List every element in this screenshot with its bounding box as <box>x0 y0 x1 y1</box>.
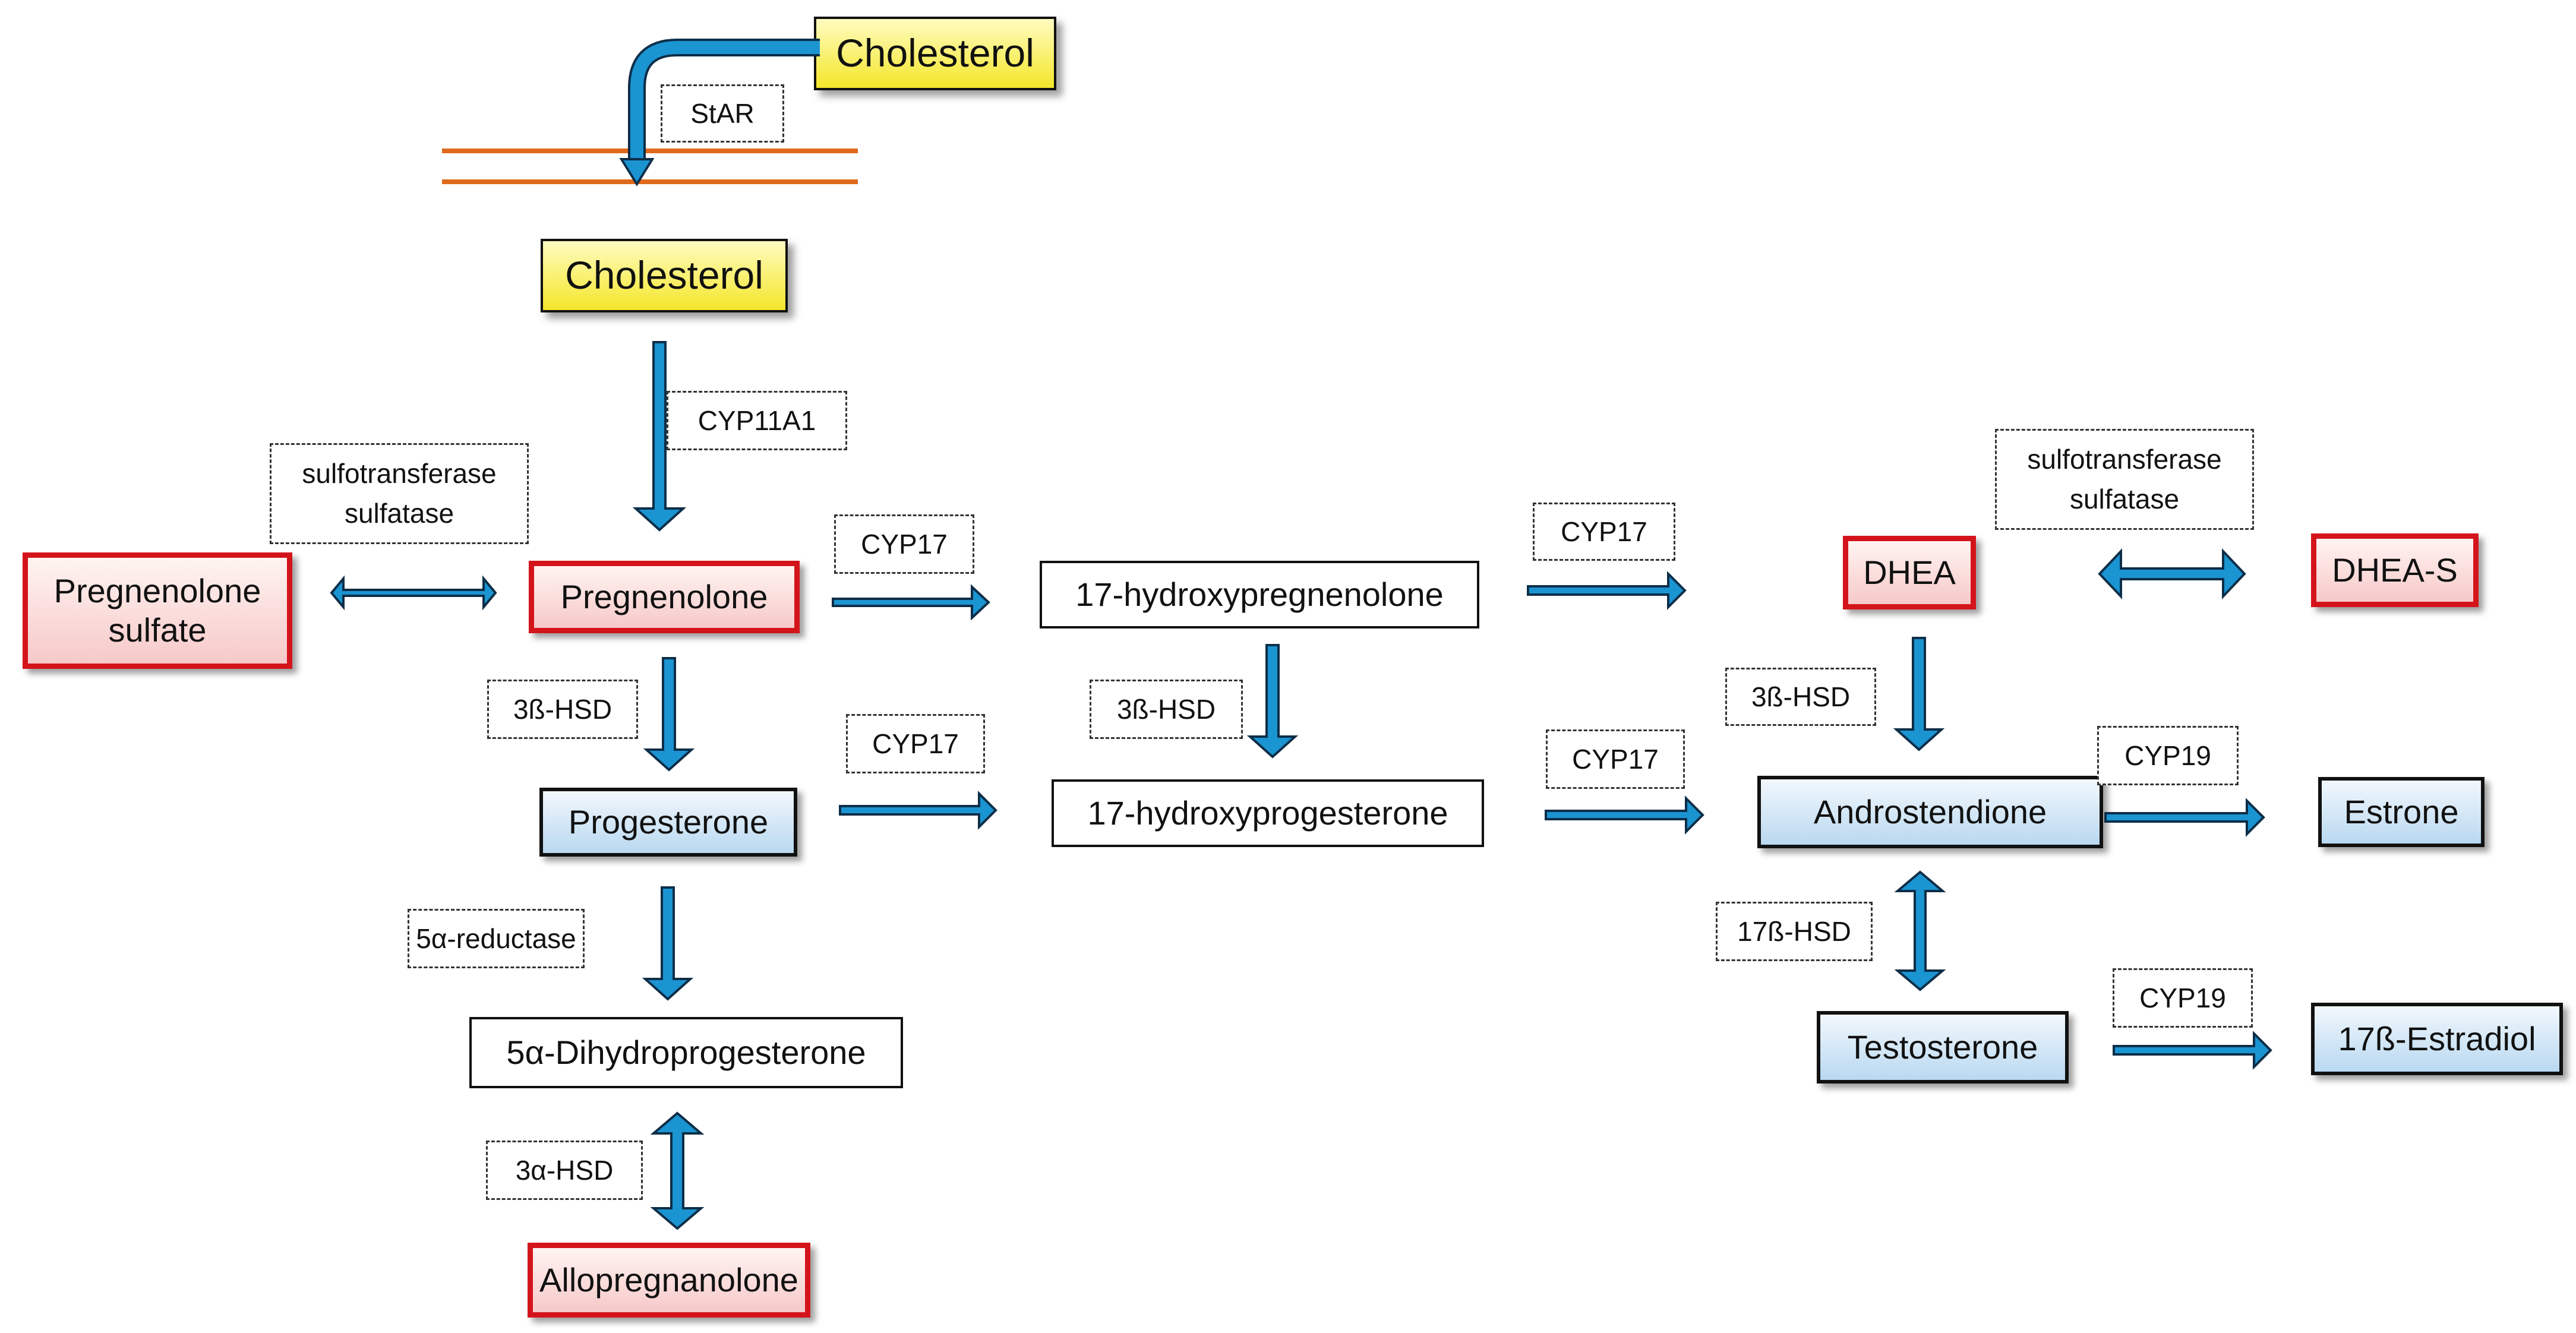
hsd3b-c-enzyme-label: 3ß-HSD <box>1725 668 1876 726</box>
dhea-sulfation-exchange-arrow <box>2098 548 2246 600</box>
pregnenolone-sulfate-exchange-arrow <box>330 575 497 611</box>
progesterone-to-hydroxyprogesterone-arrow <box>839 791 997 830</box>
progesterone-to-dihydroprogesterone-arrow <box>642 886 694 1001</box>
hydroxyprogesterone-to-androstendione-arrow <box>1545 795 1704 835</box>
hsd3b-b-enzyme-label: 3ß-HSD <box>1090 680 1243 739</box>
cyp17-a-enzyme-label: CYP17 <box>834 514 974 574</box>
hsd3a-enzyme-label: 3α-HSD <box>486 1141 643 1200</box>
cholesterol-import-arrowhead <box>619 158 655 187</box>
cyp11a1-enzyme-label: CYP11A1 <box>667 391 847 450</box>
cholesterol-inside-node: Cholesterol <box>541 239 788 312</box>
cyp17-b-enzyme-label: CYP17 <box>1533 503 1675 561</box>
hydroxypregnenolone-node: 17-hydroxypregnenolone <box>1040 561 1479 628</box>
progesterone-node: Progesterone <box>539 788 797 857</box>
cyp17-d-enzyme-label: CYP17 <box>1546 729 1685 789</box>
androstendione-to-estrone-arrow <box>2104 798 2265 837</box>
star-enzyme-label: StAR <box>661 84 784 143</box>
dihydroprogesterone-node: 5α-Dihydroprogesterone <box>469 1017 903 1088</box>
5a-reductase-enzyme-label: 5α-reductase <box>408 909 585 968</box>
hsd3b-a-enzyme-label: 3ß-HSD <box>487 680 638 739</box>
dihydroprogesterone-allopregnanolone-exchange-arrow <box>650 1111 705 1230</box>
estrone-node: Estrone <box>2318 777 2485 847</box>
testosterone-node: Testosterone <box>1817 1011 2069 1084</box>
sulfotransferase-right-enzyme-label: sulfotransferase sulfatase <box>1995 429 2254 530</box>
cyp17-c-enzyme-label: CYP17 <box>846 714 985 773</box>
dhea-to-androstendione-arrow <box>1893 637 1945 751</box>
sulfotransferase-left-enzyme-label: sulfotransferase sulfatase <box>270 443 529 544</box>
androstendione-node: Androstendione <box>1757 776 2103 848</box>
hydroxyprogesterone-node: 17-hydroxyprogesterone <box>1052 779 1484 847</box>
androstendione-testosterone-exchange-arrow <box>1894 870 1946 991</box>
pregnenolone-to-progesterone-arrow <box>643 657 695 772</box>
pregnenolone-to-hydroxypregnenolone-arrow <box>832 584 990 621</box>
dhea-s-node: DHEA-S <box>2311 533 2479 607</box>
pregnenolone-node: Pregnenolone <box>529 561 800 633</box>
cholesterol-outside-node: Cholesterol <box>814 17 1056 90</box>
testosterone-to-estradiol-arrow <box>2113 1031 2272 1070</box>
cholesterol-import-curved-arrow-fill <box>630 41 820 162</box>
hydroxypregnenolone-to-dhea-arrow <box>1527 571 1687 610</box>
cyp19-a-enzyme-label: CYP19 <box>2097 726 2239 785</box>
cyp11a1-arrow <box>632 341 687 532</box>
hydroxypregnenolone-to-hydroxyprogesterone-arrow <box>1246 644 1299 759</box>
pregnenolone-sulfate-node: Pregnenolone sulfate <box>23 552 292 669</box>
cyp19-b-enzyme-label: CYP19 <box>2113 968 2253 1028</box>
allopregnanolone-node: Allopregnanolone <box>528 1243 810 1318</box>
cholesterol-import-curved-arrow <box>628 39 820 160</box>
estradiol-node: 17ß-Estradiol <box>2311 1003 2563 1075</box>
hsd17b-enzyme-label: 17ß-HSD <box>1716 902 1873 961</box>
dhea-node: DHEA <box>1843 536 1976 609</box>
